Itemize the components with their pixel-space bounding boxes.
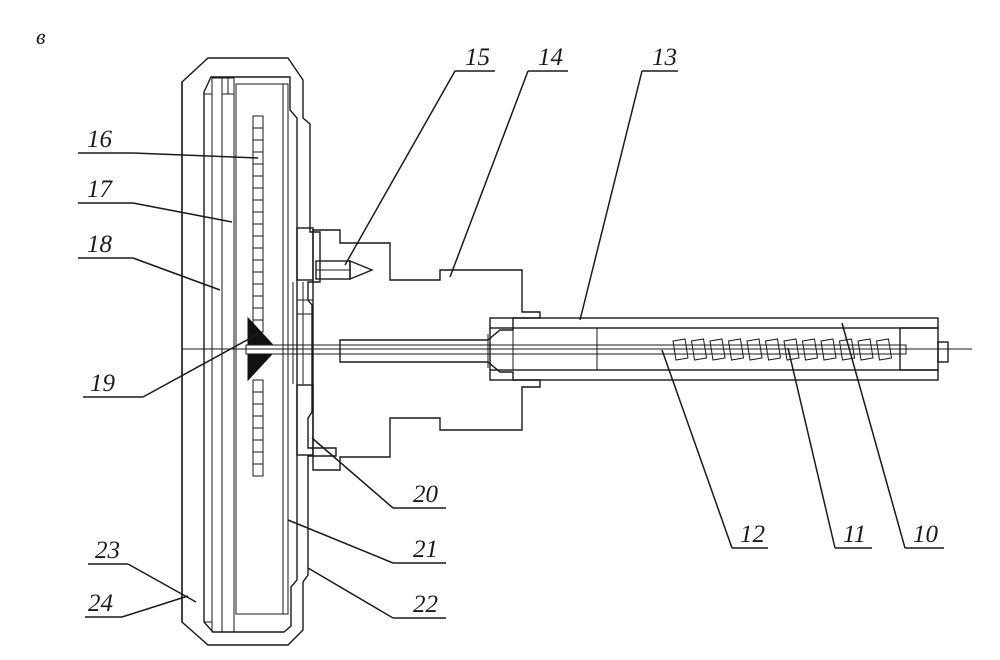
segment-cell [252,259,264,273]
leader-line [127,563,197,603]
segmented-element [252,115,264,477]
leader-line [121,595,189,618]
callout-label: 18 [87,231,113,258]
callout-12: 12 [661,349,768,549]
coil-turn [709,338,726,361]
leader-line [142,333,259,398]
inner-wall [221,77,235,633]
callout-label: 15 [465,44,490,71]
callout-17: 17 [78,176,233,223]
segment-cell [252,439,264,453]
leader-line [579,70,643,321]
callout-label: 19 [90,370,116,397]
callout-label: 12 [740,521,765,548]
segment-cell [252,295,264,309]
coil-turn [727,338,745,361]
callout-label: 23 [95,537,120,564]
segment-cell [252,451,264,465]
callout-label: 20 [413,481,439,508]
leader-line [449,70,529,278]
fixing-screw [315,259,374,281]
coil-turn [690,338,708,361]
coil-turn [838,338,856,361]
segment-cell [252,127,264,141]
segment-cell [252,247,264,261]
coil-turn [746,338,763,361]
callout-18: 18 [78,231,221,291]
flange-seal [292,227,314,456]
leader-line [787,347,836,549]
coil-turn [875,338,893,361]
spiral-coil [672,338,893,361]
segment-cell [252,199,264,213]
panel-letter: в [36,24,46,49]
sensor-tips [247,316,274,382]
callout-label: 16 [87,126,113,153]
callout-19: 19 [83,333,259,398]
leader-line [132,202,233,223]
callout-label: 24 [88,590,113,617]
segment-cell [252,163,264,177]
callout-24: 24 [85,590,189,618]
segment-cell [252,235,264,249]
leader-line [311,437,394,509]
segment-cell [252,211,264,225]
leader-line [661,349,733,549]
segment-cell [252,391,264,405]
callout-layer: 10 11 12 13 14 15 16 17 18 19 20 21 22 23 24 [78,44,944,619]
callout-10: 10 [841,322,944,549]
segment-cell [252,271,264,285]
callout-16: 16 [78,126,259,159]
leader-line [344,70,456,266]
callout-14: 14 [449,44,568,278]
outer-shell-layer [203,93,213,623]
callout-22: 22 [307,567,446,619]
segment-cell [252,463,264,477]
callout-23: 23 [88,537,197,603]
callout-label: 13 [652,44,677,71]
callout-label: 22 [413,591,438,618]
coil-turn [783,338,800,361]
leader-line [841,322,906,549]
leader-line [287,519,394,564]
callout-20: 20 [311,437,446,509]
segment-cell [252,379,264,393]
segment-cell [252,223,264,237]
callout-21: 21 [287,519,446,564]
callout-label: 17 [87,176,114,203]
coil-turn [801,338,819,361]
segment-cell [252,403,264,417]
coil-turn [857,338,874,361]
segment-cell [252,283,264,297]
callout-15: 15 [344,44,495,266]
coil-turn [672,338,689,361]
segment-cell [252,175,264,189]
callout-label: 10 [913,521,939,548]
segment-cell [252,307,264,321]
segment-cell [252,415,264,429]
leader-line [132,257,221,291]
hub-body [312,229,541,471]
segment-cell [252,427,264,441]
leader-line [307,567,394,619]
leader-line [132,152,259,159]
segment-cell [252,187,264,201]
callout-label: 14 [538,44,563,71]
coil-turn [764,338,782,361]
coil-turn [820,338,837,361]
segment-cell [252,139,264,153]
callout-13: 13 [579,44,678,321]
callout-11: 11 [787,347,872,549]
callout-label: 21 [413,536,438,563]
callout-label: 11 [843,521,866,548]
segment-cell [252,115,264,129]
